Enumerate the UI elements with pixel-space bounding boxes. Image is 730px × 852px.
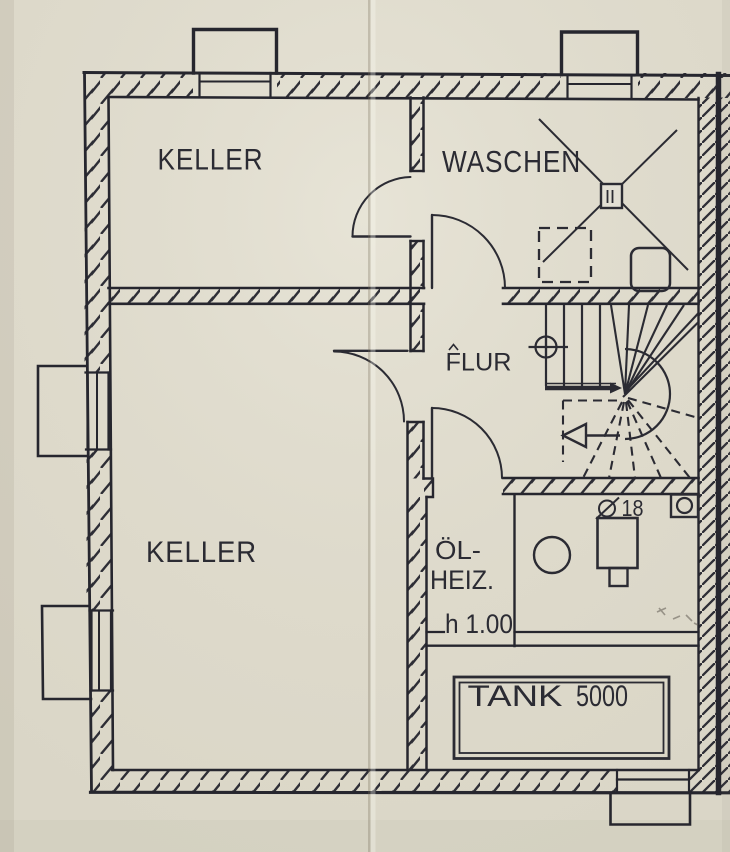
svg-text:KELLER: KELLER [158, 144, 264, 177]
svg-text:18: 18 [622, 495, 644, 521]
svg-text:FLUR: FLUR [446, 349, 512, 377]
svg-text:HEIZ.: HEIZ. [430, 565, 494, 595]
svg-text:5000: 5000 [576, 680, 628, 713]
svg-text:TANK: TANK [468, 680, 563, 713]
svg-text:WASCHEN: WASCHEN [442, 144, 581, 179]
svg-text:ÖL-: ÖL- [435, 537, 481, 565]
svg-text:h 1.00: h 1.00 [445, 609, 513, 639]
svg-text:KELLER: KELLER [146, 536, 257, 569]
